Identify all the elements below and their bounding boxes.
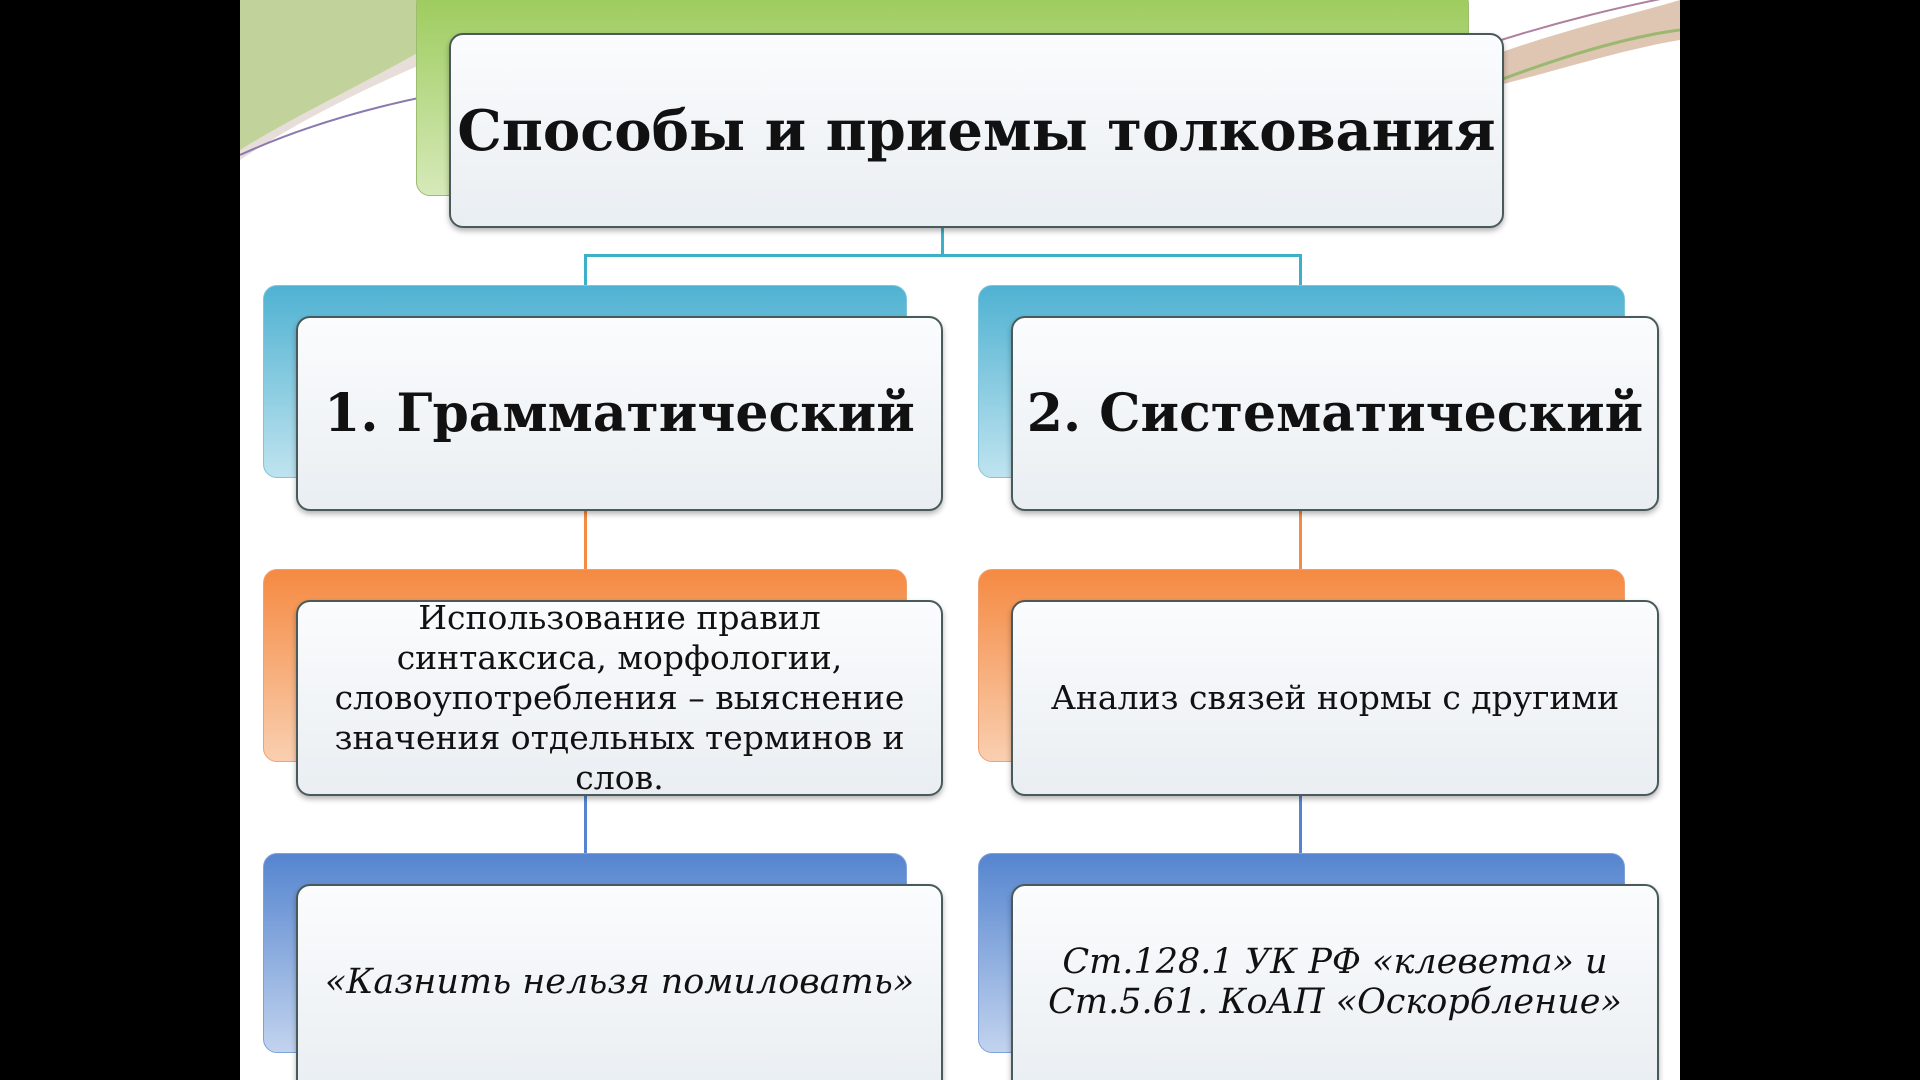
heading-box-systematic: 2. Систематический — [1011, 316, 1659, 511]
connector-navy-left — [584, 796, 587, 853]
connector-horizontal — [584, 254, 1301, 257]
connector-navy-right — [1299, 796, 1302, 853]
connector-title — [941, 228, 944, 255]
example-box-systematic: Ст.128.1 УК РФ «клевета» и Ст.5.61. КоАП… — [1011, 884, 1659, 1080]
title-box: Способы и приемы толкования — [449, 33, 1504, 228]
description-systematic: Анализ связей нормы с другими — [1050, 678, 1620, 717]
description-box-grammatical: Использование правил синтаксиса, морфоло… — [296, 598, 943, 797]
description-box-systematic: Анализ связей нормы с другими — [1011, 600, 1659, 796]
heading-grammatical: 1. Грамматический — [324, 383, 915, 444]
page-title: Способы и приемы толкования — [457, 97, 1496, 164]
connector-orange-right — [1299, 511, 1302, 569]
connector-left — [584, 254, 587, 286]
example-systematic: Ст.128.1 УК РФ «клевета» и Ст.5.61. КоАП… — [1048, 942, 1622, 1022]
heading-box-grammatical: 1. Грамматический — [296, 316, 943, 511]
slide: Способы и приемы толкования 1. Грамматич… — [240, 0, 1680, 1080]
example-box-grammatical: «Казнить нельзя помиловать» — [296, 884, 943, 1080]
connector-right — [1299, 254, 1302, 286]
connector-orange-left — [584, 511, 587, 569]
description-grammatical: Использование правил синтаксиса, морфоло… — [334, 598, 905, 797]
example-grammatical: «Казнить нельзя помиловать» — [324, 962, 915, 1002]
heading-systematic: 2. Систематический — [1026, 383, 1644, 444]
